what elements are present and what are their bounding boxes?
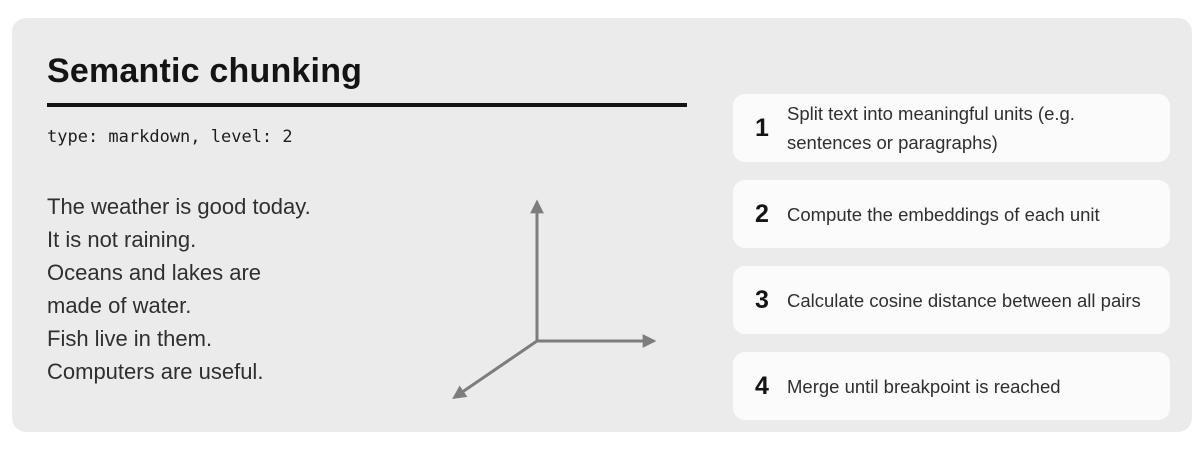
steps-list: 1 Split text into meaningful units (e.g.… [733,94,1170,420]
semantic-chunking-panel: Semantic chunking type: markdown, level:… [12,18,1192,432]
step-item-3: 3 Calculate cosine distance between all … [733,266,1170,334]
panel-header: Semantic chunking type: markdown, level:… [47,52,687,147]
title-underline [47,102,687,107]
step-item-4: 4 Merge until breakpoint is reached [733,352,1170,420]
step-text: Compute the embeddings of each unit [787,203,1100,225]
step-item-2: 2 Compute the embeddings of each unit [733,180,1170,248]
step-item-1: 1 Split text into meaningful units (e.g.… [733,94,1170,162]
step-number: 3 [755,285,769,314]
step-number: 4 [755,371,769,400]
step-text: Merge until breakpoint is reached [787,375,1061,397]
chunk-config-text: type: markdown, level: 2 [47,126,293,147]
step-text: Split text into meaningful units (e.g. s… [787,103,1075,153]
page-title: Semantic chunking [47,52,363,90]
sample-text-block: The weather is good today. It is not rai… [47,194,311,384]
step-text: Calculate cosine distance between all pa… [787,289,1141,311]
step-number: 2 [755,199,769,228]
step-number: 1 [755,113,769,142]
3d-axes-icon [452,199,657,399]
